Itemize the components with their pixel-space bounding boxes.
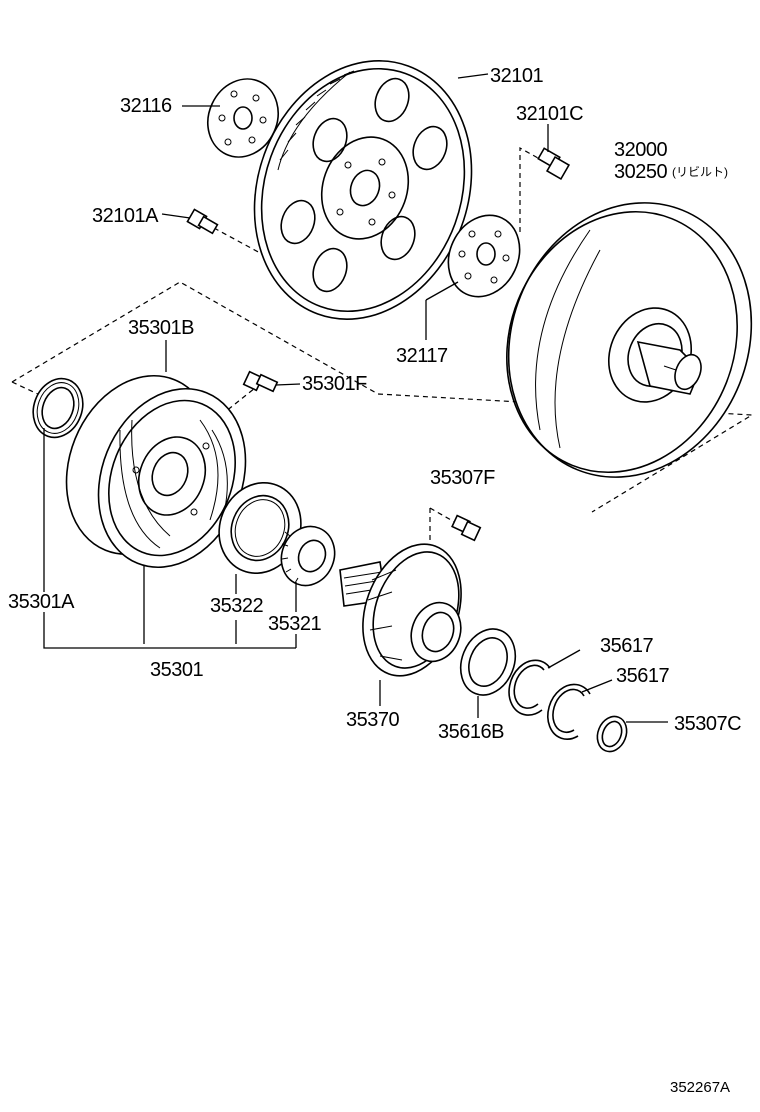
leader-lines: [43, 73, 668, 723]
part-32000-torque-converter: [506, 202, 753, 478]
diagram-reference-number: 352267A: [670, 1079, 730, 1096]
part-35617-ring-a: [508, 659, 551, 716]
part-32117-plate: [447, 214, 521, 298]
label-30250: 30250: [614, 161, 667, 183]
part-35617-ring-b: [547, 683, 591, 740]
label-32116: 32116: [120, 95, 172, 117]
label-35617-a: 35617: [600, 635, 653, 657]
label-35307F: 35307F: [430, 467, 495, 489]
part-32101A-bolt: [186, 208, 219, 235]
label-35301B: 35301B: [128, 317, 194, 339]
part-35370-stator-shaft: [339, 543, 462, 677]
label-35321: 35321: [268, 613, 321, 635]
label-32101C: 32101C: [516, 103, 583, 125]
part-35301F-bolt: [242, 370, 279, 393]
label-35370: 35370: [346, 709, 399, 731]
label-35322: 35322: [210, 595, 263, 617]
part-labels: 32116 32101 32101C 32000 30250 (リビルト) 32…: [8, 65, 742, 1096]
label-30250-note: (リビルト): [672, 165, 728, 179]
part-35307C-ring: [596, 715, 628, 753]
label-35307C: 35307C: [674, 713, 741, 735]
part-32101-drive-plate: [253, 60, 473, 320]
label-35301A: 35301A: [8, 591, 75, 613]
label-32101A: 32101A: [92, 205, 159, 227]
part-35321-drive-gear: [280, 525, 336, 587]
part-35301A-oil-seal: [32, 377, 84, 439]
label-35617-b: 35617: [616, 665, 669, 687]
label-32000: 32000: [614, 139, 667, 161]
label-35616B: 35616B: [438, 721, 504, 743]
part-35307F-bolt: [451, 514, 482, 542]
part-32101C-bolt: [537, 147, 571, 181]
label-32101: 32101: [490, 65, 543, 87]
label-32117: 32117: [396, 345, 448, 367]
label-35301F: 35301F: [302, 373, 367, 395]
label-35301: 35301: [150, 659, 203, 681]
part-35616B-seal-ring: [459, 628, 517, 696]
part-35301B-pump-body: [65, 374, 247, 569]
